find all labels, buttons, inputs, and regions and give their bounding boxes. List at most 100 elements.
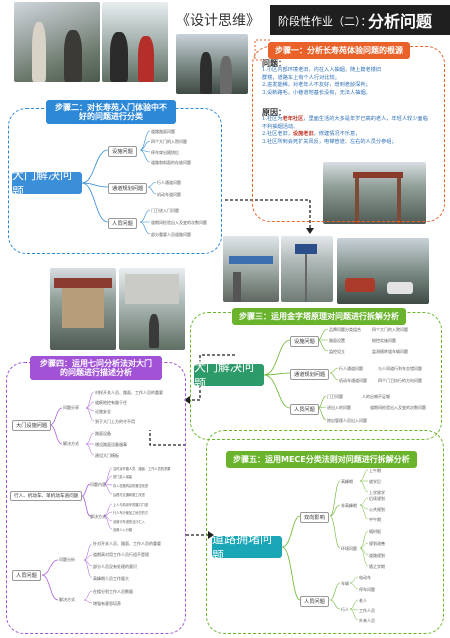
step2-leaf: 道路和斜面的存放问题 bbox=[151, 160, 191, 165]
step4-leaf: 论路安全 bbox=[95, 409, 111, 414]
step5-leaf: 规划改善 bbox=[369, 541, 385, 546]
step4-leaf: 到于大门上方的守不用 bbox=[95, 419, 135, 424]
course-title: 《设计思维》 bbox=[176, 13, 260, 29]
step3-leaf: 四个大门的入院问题 bbox=[372, 327, 408, 332]
cause-2-rest: ，修建情况不乐意， bbox=[313, 131, 361, 138]
step5-leaf: 后续规划 bbox=[369, 496, 385, 501]
step4-leaf: 增设路面设备服事 bbox=[95, 442, 127, 447]
cause-line-2: 2.社区老旧，设施老旧，修建情况不乐意， bbox=[262, 131, 440, 138]
assignment-title-bar: 阶段性作业（二）： 分析问题 bbox=[270, 5, 450, 35]
step3-branch-1: 通道规划问题 bbox=[290, 369, 330, 380]
problem-line-3: 2.进发能稀，对老年人不友好，增到老龄深判； bbox=[262, 82, 371, 89]
photo-gate-visitors bbox=[14, 2, 100, 82]
step4-leaf: 在楼分到工作人员数量 bbox=[93, 589, 133, 594]
step4-leaf: 设置人入分路 bbox=[113, 528, 133, 532]
step3-branch-2: 人员问题 bbox=[290, 404, 319, 415]
cause-heading: 原因： bbox=[262, 107, 286, 118]
cause-line-1b: 不利抽烟活动、 bbox=[262, 123, 299, 130]
step4-sub: 问题分享 bbox=[63, 405, 79, 410]
photo-gate-barrier bbox=[223, 236, 279, 302]
step5-tag: 步骤五：运用MECE分类法则对问题进行拆解分析 bbox=[226, 451, 417, 468]
step3-leaf: 监测随转道车辆问题 bbox=[372, 349, 408, 354]
step4-leaf: 道期高对用工作人员行组不是理 bbox=[93, 552, 149, 557]
step4-leaf: 行人车行使加工地方的方 bbox=[113, 511, 149, 515]
cause-1-rest: ，里面生活的大多是年岁已高的老人，年轻人较少面临 bbox=[303, 116, 428, 123]
photo-street-sign bbox=[281, 236, 333, 302]
step3-sub: 品牌问题分类组合 bbox=[329, 327, 361, 332]
step2-leaf: 停车穿出随钥后 bbox=[151, 150, 179, 155]
step4-leaf: 部分人员没有处理的意识 bbox=[93, 564, 137, 569]
cause-1-pre: 1.社区为 bbox=[262, 116, 283, 123]
step4-group-0: 大门设施问题 bbox=[12, 420, 52, 431]
step2-leaf: 道路路面问题 bbox=[151, 129, 175, 134]
step5-leaf: 电动车 bbox=[359, 575, 371, 580]
step5-panel bbox=[206, 430, 444, 634]
step5-leaf: 老人 bbox=[359, 598, 367, 603]
cause-line-1: 1.社区为老年社区，里面生活的大多是年岁已高的老人，年轻人较少面临 bbox=[262, 116, 440, 123]
step4-tag: 步骤四：运用七问分析法对大门的问题进行描述分析 bbox=[30, 356, 162, 380]
step3-sub: 除自管理人员出入问题 bbox=[327, 418, 367, 423]
step2-branch-2: 人员问题 bbox=[108, 218, 137, 229]
step2-main-node: 大门解决问题 bbox=[12, 168, 82, 199]
step4-sub: 问题分析 bbox=[59, 557, 75, 562]
step3-sub: 进出入的问题 bbox=[327, 405, 351, 410]
step4-leaf: 进门走入增建 bbox=[113, 475, 133, 479]
step4-leaf: 上人与机动车的路口门道 bbox=[113, 503, 149, 507]
step5-leaf: 随之学期 bbox=[369, 564, 385, 569]
step5-leaf: 随时报 bbox=[369, 529, 381, 534]
cause-2-keyword: 设施老旧 bbox=[292, 131, 314, 138]
photo-guard-checkpoint bbox=[102, 2, 168, 82]
step4-leaf: 路面设备 bbox=[95, 431, 111, 436]
step1-tag: 步骤一：分析长寿苑体验问题的根源 bbox=[268, 42, 410, 59]
problem-line-1: 1.小区内部环境老旧，内在入人抽烟，随上篇老楼旧 bbox=[262, 67, 382, 74]
step5-leaf: 公共规划 bbox=[369, 507, 385, 512]
photo-pavilion-gate bbox=[50, 268, 116, 350]
step5-leaf: 上学放学 bbox=[369, 490, 385, 495]
step5-leaf: 放学后 bbox=[369, 479, 381, 484]
photo-street-crowd bbox=[176, 34, 248, 94]
step4-leaf: 设置行车道的当行汇入 bbox=[113, 520, 145, 524]
step2-leaf: 机动车道问题 bbox=[157, 192, 181, 197]
step4-leaf: 高峰期人员工作量大 bbox=[93, 576, 129, 581]
cause-2-pre: 2.社区老旧， bbox=[262, 131, 293, 138]
step5-leaf: 上午期 bbox=[369, 468, 381, 473]
step3-leaf: 人的出喊不足够 bbox=[362, 394, 390, 399]
problem-line-2: 群楼，道路车上有个人行对比较。 bbox=[262, 74, 340, 81]
step5-leaf: 停车问题 bbox=[359, 587, 375, 592]
step2-leaf: 四个大门的入院问题 bbox=[151, 139, 187, 144]
step5-leaf: 道路规划 bbox=[369, 553, 385, 558]
photo-community-entrance bbox=[323, 162, 426, 224]
step3-sub: 行人通道问题 bbox=[339, 366, 363, 371]
step5-sub: 行人 bbox=[341, 607, 349, 612]
step4-leaf: 后理与交通和施工改进 bbox=[113, 493, 145, 497]
step5-branch-1: 人员问题 bbox=[300, 596, 329, 607]
step4-sub: 解决方式 bbox=[63, 441, 79, 446]
step5-leaf: 中午期 bbox=[369, 517, 381, 522]
assignment-title: 分析问题 bbox=[368, 12, 433, 31]
step3-leaf: 梳控实施问题 bbox=[372, 338, 396, 343]
step5-branch-0: 双向影响 bbox=[300, 512, 329, 523]
step4-leaf: 村样开关人员、路面、工作人员的重要 bbox=[95, 390, 163, 395]
step4-sub: 解决方式 bbox=[90, 514, 106, 519]
assignment-subtitle: 阶段性作业（二）： bbox=[278, 15, 372, 28]
step3-branch-0: 设施问题 bbox=[290, 336, 319, 347]
step2-branch-0: 设施问题 bbox=[108, 146, 137, 157]
step3-leaf: 道期间检验出入及变的次数问题 bbox=[370, 405, 426, 410]
problem-heading: 问题： bbox=[262, 58, 286, 68]
step3-leaf: 四个门卫执行的方向问题 bbox=[378, 378, 422, 383]
photo-road-traffic bbox=[337, 238, 429, 304]
step4-sub: 解决方式 bbox=[59, 597, 75, 602]
step2-branch-1: 通道规划问题 bbox=[108, 183, 148, 194]
step3-sub: 门卫问题 bbox=[327, 394, 343, 399]
step4-leaf: 当时对开路人员、路面、工作人员的重要 bbox=[113, 467, 171, 471]
step2-tag: 步骤二：对长寿苑入门体验中不好的问题进行分类 bbox=[46, 100, 176, 124]
step1-text: 问题： 1.小区内部环境老旧，内在入人抽烟，随上篇老楼旧 群楼，道路车上有个人行… bbox=[262, 58, 440, 146]
cause-line-3: 3.社区所到会死扩关风反，电梯管道、左右的人员分参组； bbox=[262, 138, 397, 145]
step5-leaf: 外来人员 bbox=[359, 618, 375, 623]
photo-residential-lane bbox=[119, 268, 185, 350]
step5-sub: 环境问题 bbox=[341, 546, 357, 551]
